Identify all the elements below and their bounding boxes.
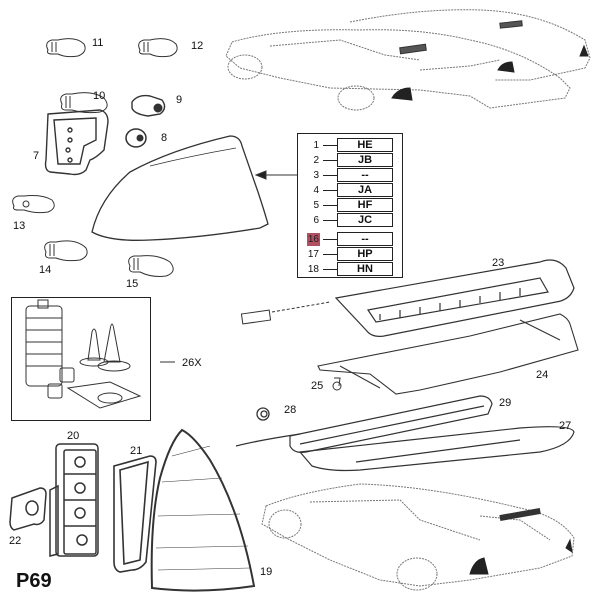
callout-23: 23 xyxy=(492,257,505,269)
callout-27: 27 xyxy=(559,420,572,432)
code-row-number-highlighted: 16 xyxy=(306,233,320,246)
code-row-value: -- xyxy=(337,232,393,246)
callout-12: 12 xyxy=(191,40,204,52)
tail-lamp-highlight xyxy=(579,44,589,57)
callout-15: 15 xyxy=(126,278,139,290)
code-row-number: 1 xyxy=(313,140,319,151)
code-row: 3 -- xyxy=(298,168,402,183)
code-row: 1 HE xyxy=(298,138,402,153)
callout-19: 19 xyxy=(260,566,273,578)
callout-21: 21 xyxy=(130,445,143,457)
tail-lamp-highlight xyxy=(469,557,489,575)
screw-25 xyxy=(332,377,342,391)
brake-light-highlight xyxy=(499,20,523,29)
variant-code-table: 1 HE 2 JB 3 -- 4 JA 5 HF 6 JC 16 -- 17 H… xyxy=(297,133,403,278)
gasket-7 xyxy=(44,109,109,176)
leader-dash xyxy=(323,205,337,206)
bulb-13 xyxy=(12,195,55,214)
code-row: 17 HP xyxy=(298,247,402,262)
arrow-head-icon xyxy=(254,170,267,180)
gasket-22 xyxy=(9,487,47,531)
code-row: 16 -- xyxy=(298,232,402,247)
leader-dash xyxy=(323,175,337,176)
leader-dash xyxy=(323,145,337,146)
leader-dash xyxy=(323,190,337,191)
code-row-value: HE xyxy=(337,138,393,152)
brake-light-highlight xyxy=(399,43,427,55)
tail-lamp-highlight xyxy=(565,538,573,554)
cover-24 xyxy=(317,313,579,395)
page-code: P69 xyxy=(16,570,52,592)
code-row-number: 17 xyxy=(307,249,319,260)
code-row-number: 4 xyxy=(313,185,319,196)
bulb-11 xyxy=(46,38,86,58)
code-row-value: HP xyxy=(337,247,393,261)
tail-lamp-highlight xyxy=(391,87,413,101)
code-row-value: JB xyxy=(337,153,393,167)
connector-plug xyxy=(240,301,331,325)
callout-26x: 26X xyxy=(182,357,202,369)
bulb-15 xyxy=(128,255,174,277)
callout-7: 7 xyxy=(33,150,40,162)
leader-dash xyxy=(323,160,337,161)
grommet-28 xyxy=(256,407,270,421)
code-row: 18 HN xyxy=(298,262,402,277)
car-wagon-illustration xyxy=(261,483,575,591)
callout-11: 11 xyxy=(92,37,104,49)
tail-lamp-lens xyxy=(91,135,269,241)
grommet-8 xyxy=(125,128,147,148)
callout-29: 29 xyxy=(499,397,512,409)
code-row-number: 6 xyxy=(313,215,319,226)
gasket-21 xyxy=(113,455,157,573)
code-row: 5 HF xyxy=(298,198,402,213)
light-bar-27 xyxy=(298,426,575,472)
bulb-holder-20 xyxy=(49,443,99,557)
housing-29 xyxy=(289,395,493,453)
code-row-number: 18 xyxy=(307,264,319,275)
code-row-value: JA xyxy=(337,183,393,197)
bulb-14 xyxy=(44,240,88,262)
callout-20: 20 xyxy=(67,430,80,442)
car-hatchback-sedan-illustration xyxy=(225,9,591,111)
code-row-number: 3 xyxy=(313,170,319,181)
tail-lamp-highlight xyxy=(497,61,515,73)
callout-28: 28 xyxy=(284,404,297,416)
bulb-12 xyxy=(138,38,178,58)
sealant-kit-26x xyxy=(25,299,142,409)
code-row-number: 2 xyxy=(313,155,319,166)
bulb-10 xyxy=(60,92,108,114)
code-row-value: JC xyxy=(337,213,393,227)
callout-9: 9 xyxy=(176,94,183,106)
wire xyxy=(235,433,301,447)
code-row-number: 5 xyxy=(313,200,319,211)
callout-8: 8 xyxy=(161,132,168,144)
leader-dash xyxy=(323,220,337,221)
code-row: 4 JA xyxy=(298,183,402,198)
callout-10: 10 xyxy=(93,90,106,102)
leader-dash xyxy=(323,239,337,240)
tail-lamp-lens-19 xyxy=(150,428,256,592)
callout-13: 13 xyxy=(13,220,26,232)
callout-22: 22 xyxy=(9,535,22,547)
callout-25: 25 xyxy=(311,380,324,392)
leader-dash xyxy=(323,254,337,255)
code-row-value: HN xyxy=(337,262,393,276)
code-row: 2 JB xyxy=(298,153,402,168)
sealant-kit-frame xyxy=(11,297,151,421)
bulb-socket-9 xyxy=(131,94,166,117)
callout-24: 24 xyxy=(536,369,549,381)
leader-dash xyxy=(323,269,337,270)
code-row: 6 JC xyxy=(298,213,402,228)
brake-light-23 xyxy=(334,259,575,337)
brake-light-highlight xyxy=(499,507,541,522)
callout-14: 14 xyxy=(39,264,52,276)
code-row-value: HF xyxy=(337,198,393,212)
code-row-value: -- xyxy=(337,168,393,182)
